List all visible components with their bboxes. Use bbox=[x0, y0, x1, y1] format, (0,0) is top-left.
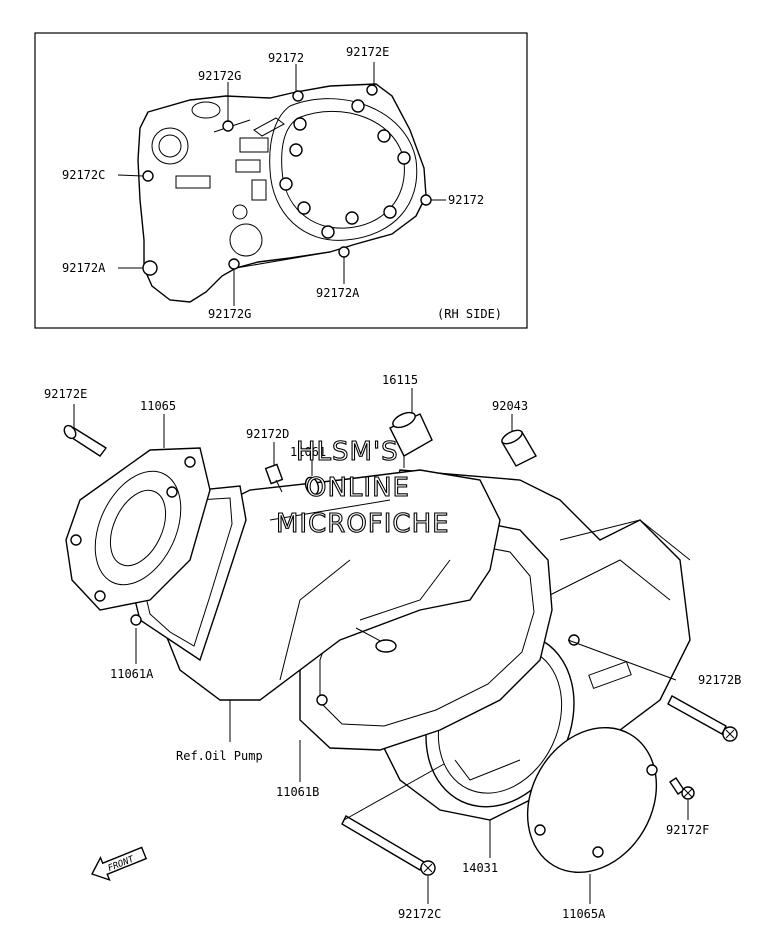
label-92172E-top: 92172E bbox=[346, 45, 389, 59]
main-leaders bbox=[73, 388, 689, 904]
cover-11065A bbox=[526, 726, 658, 874]
label-92172-top: 92172 bbox=[268, 51, 304, 65]
generator-housing bbox=[159, 469, 501, 701]
label-92172F: 92172F bbox=[666, 823, 709, 837]
label-92172E: 92172E bbox=[44, 387, 87, 401]
inset-labels: 92172 92172E 92172G 92172C 92172 92172A … bbox=[62, 45, 502, 321]
bolt-92172D bbox=[264, 463, 284, 493]
watermark-line2: ONLINE bbox=[306, 473, 410, 503]
watermark-line1: HLSM'S bbox=[296, 437, 399, 467]
label-11065A: 11065A bbox=[562, 907, 606, 921]
oring-11061 bbox=[304, 476, 320, 496]
label-92172C-inset: 92172C bbox=[62, 168, 105, 182]
bolt-92172F bbox=[669, 777, 695, 800]
label-11061A: 11061A bbox=[110, 667, 154, 681]
label-16115: 16115 bbox=[382, 373, 418, 387]
inset-caption: (RH SIDE) bbox=[437, 307, 502, 321]
label-92172-right: 92172 bbox=[448, 193, 484, 207]
bolt-92172C bbox=[341, 815, 436, 876]
main-labels: 92172E 11065 92172D 11061 16115 92043 11… bbox=[44, 373, 741, 921]
bolt-92172B bbox=[667, 695, 738, 742]
label-92172A-bottom: 92172A bbox=[316, 286, 360, 300]
main-exploded-view: 92172E 11065 92172D 11061 16115 92043 11… bbox=[44, 373, 741, 921]
label-92172G-bottom: 92172G bbox=[208, 307, 251, 321]
watermark-line3: MICROFICHE bbox=[276, 509, 450, 539]
label-92172C: 92172C bbox=[398, 907, 441, 921]
label-92172B: 92172B bbox=[698, 673, 741, 687]
bolt-92172E bbox=[63, 424, 108, 457]
cover-11065 bbox=[65, 447, 211, 611]
label-92043: 92043 bbox=[492, 399, 528, 413]
label-92172D: 92172D bbox=[246, 427, 289, 441]
dowel-92043 bbox=[501, 429, 537, 467]
front-arrow: FRONT bbox=[91, 846, 148, 882]
inset-leaders bbox=[117, 62, 446, 306]
label-14031: 14031 bbox=[462, 861, 498, 875]
inset-gasket bbox=[137, 83, 427, 303]
watermark: HLSM'S ONLINE MICROFICHE bbox=[275, 436, 450, 539]
inset-rh-side: 92172 92172E 92172G 92172C 92172 92172A … bbox=[34, 32, 528, 329]
label-92172A-left: 92172A bbox=[62, 261, 106, 275]
label-11061B: 11061B bbox=[276, 785, 319, 799]
label-ref-oil-pump: Ref.Oil Pump bbox=[176, 749, 263, 763]
label-11065: 11065 bbox=[140, 399, 176, 413]
label-92172G-top: 92172G bbox=[198, 69, 241, 83]
cap-16115 bbox=[389, 411, 433, 468]
label-11061: 11061 bbox=[290, 445, 326, 459]
